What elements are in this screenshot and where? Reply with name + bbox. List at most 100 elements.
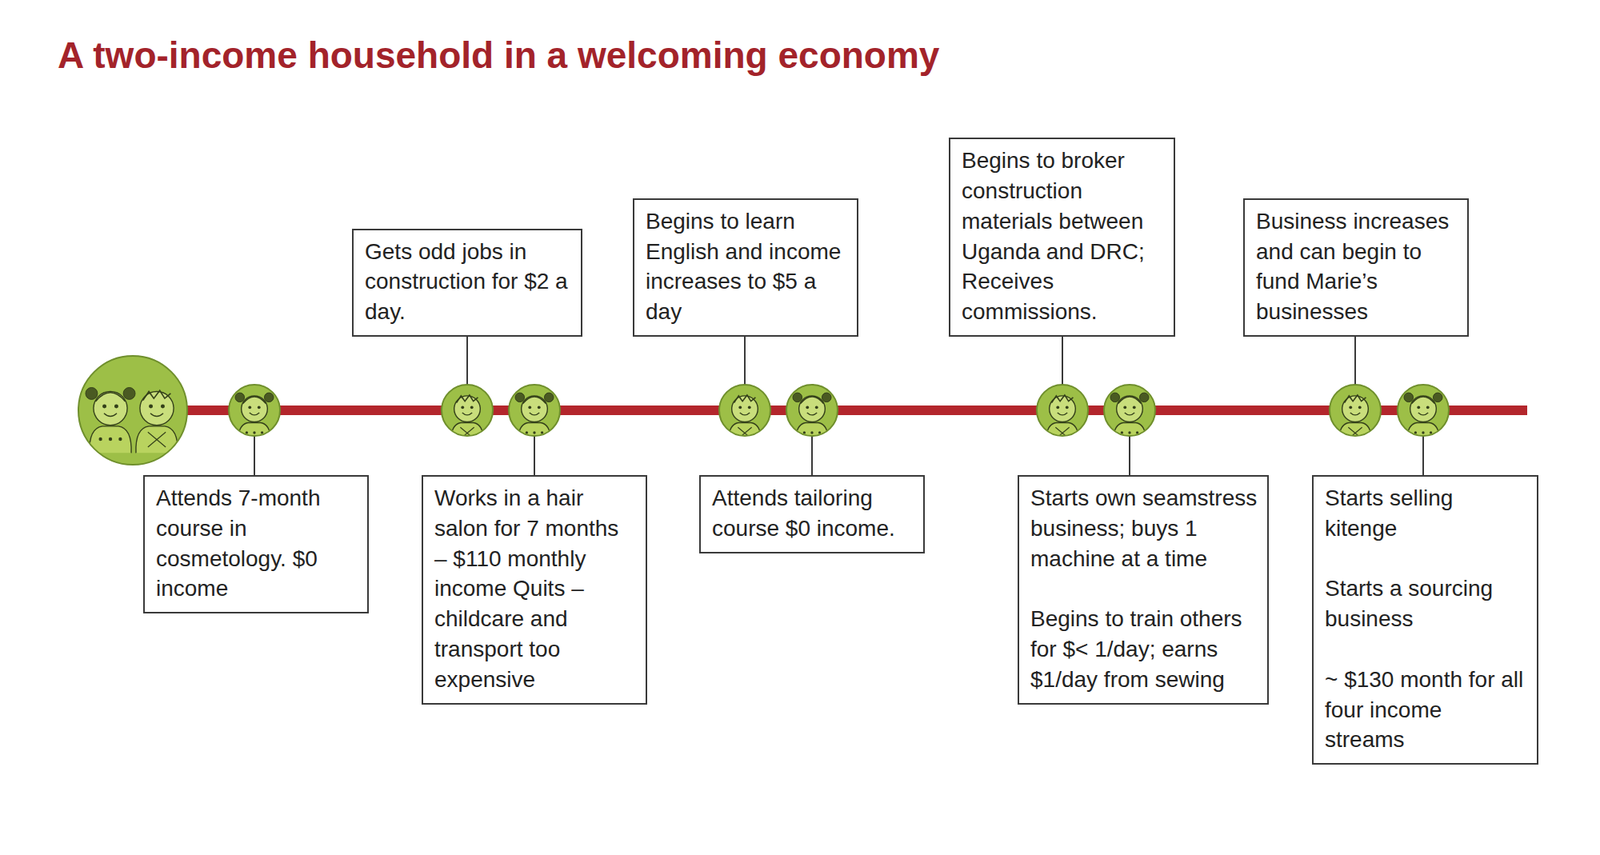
person-head (521, 396, 548, 423)
leader-line (1354, 336, 1356, 385)
dress-dot (1429, 431, 1432, 434)
shirt-pattern (460, 427, 474, 439)
dress-dot (98, 437, 102, 441)
pigtail (821, 392, 832, 403)
shirt-pattern (148, 432, 166, 448)
dress-dot (1128, 431, 1131, 434)
person-body (89, 426, 132, 453)
person-hair (734, 395, 756, 404)
person-head (93, 391, 128, 425)
event-text: Begins to broker construction materials … (961, 145, 1164, 328)
person-icon (78, 356, 188, 465)
person-head (1342, 396, 1369, 423)
timeline-line (160, 405, 1528, 416)
event-box: Business increases and can begin to fund… (1243, 198, 1469, 337)
person-body (1046, 423, 1079, 444)
pigtail (235, 392, 245, 403)
pigtail (85, 388, 98, 400)
person-eye (114, 404, 119, 409)
event-box: Begins to broker construction materials … (948, 137, 1176, 337)
person-hair (1052, 395, 1074, 404)
person-icon (1397, 384, 1449, 444)
person-hair (523, 396, 547, 404)
dress-dot (1414, 431, 1417, 434)
event-text: ~ $130 month for all four income streams (1324, 664, 1528, 756)
person-icon (441, 384, 493, 444)
event-box: Starts own seamstress business; buys 1 m… (1017, 475, 1269, 705)
person-eye (1056, 405, 1060, 409)
event-text: Works in a hair salon for 7 months – $11… (434, 483, 636, 696)
person-eye (470, 405, 474, 409)
person-eye (528, 405, 532, 409)
leader-line (811, 436, 813, 476)
person-eye (1123, 405, 1127, 409)
person-smile (1418, 412, 1428, 416)
icon-circle (78, 356, 188, 465)
leader-line (466, 336, 468, 385)
person-icon (1104, 384, 1156, 444)
event-text: Starts a sourcing business (1324, 573, 1528, 635)
person-smile (807, 412, 817, 416)
dress-dot (532, 431, 536, 434)
dress-dot (803, 431, 806, 434)
event-text: Attends tailoring course $0 income. (712, 483, 914, 544)
event-text: Begins to learn English and income incre… (645, 206, 848, 328)
event-box: Starts selling kitengeStarts a sourcing … (1312, 475, 1539, 765)
event-text: Begins to train others for $< 1/day; ear… (1030, 604, 1258, 695)
person-eye (148, 404, 153, 409)
person-icon (508, 384, 560, 444)
person-smile (104, 413, 117, 417)
person-smile (1350, 412, 1360, 416)
pigtail (544, 392, 554, 403)
person-eye (1358, 405, 1362, 409)
person-eye (248, 405, 252, 409)
person-smile (740, 412, 750, 416)
person-icon (1329, 384, 1381, 444)
pigtail (1432, 392, 1443, 403)
person-hair (95, 392, 125, 402)
person-hair (1118, 396, 1142, 404)
person-head (454, 396, 481, 423)
person-eye (1416, 405, 1420, 409)
person-smile (249, 412, 260, 416)
person-icon (786, 384, 838, 444)
person-eye (748, 405, 752, 409)
event-text: Gets odd jobs in construction for $2 a d… (364, 236, 572, 328)
dress-dot (525, 431, 528, 434)
person-eye (160, 404, 165, 409)
dress-dot (245, 431, 248, 434)
person-icon (1036, 384, 1088, 444)
person-eye (1065, 405, 1069, 409)
person-body (238, 423, 271, 444)
person-hair (143, 390, 172, 400)
event-text: Starts own seamstress business; buys 1 m… (1030, 483, 1258, 574)
dress-dot (818, 431, 821, 434)
dress-dot (1120, 431, 1124, 434)
pigtail (792, 392, 803, 403)
leader-line (744, 336, 746, 385)
person-smile (462, 412, 472, 416)
person-eye (1426, 405, 1430, 409)
dress-dot (108, 437, 112, 441)
leader-line (1422, 436, 1424, 476)
pigtail (1139, 392, 1149, 403)
person-hair (800, 396, 824, 404)
person-head (732, 396, 759, 423)
person-body (136, 426, 178, 453)
pigtail (264, 392, 274, 403)
dress-dot (252, 431, 256, 434)
pigtail (1110, 392, 1120, 403)
shirt-pattern (737, 427, 752, 439)
dress-dot (1421, 431, 1424, 434)
person-hair (456, 395, 479, 404)
leader-line (253, 436, 256, 476)
pigtail (515, 392, 525, 403)
person-smile (1057, 412, 1068, 416)
person-body (451, 423, 484, 444)
person-eye (537, 405, 541, 409)
person-hair (243, 396, 267, 404)
dress-dot (810, 431, 813, 434)
person-eye (815, 405, 819, 409)
person-hair (1412, 396, 1436, 404)
person-body (728, 423, 761, 444)
